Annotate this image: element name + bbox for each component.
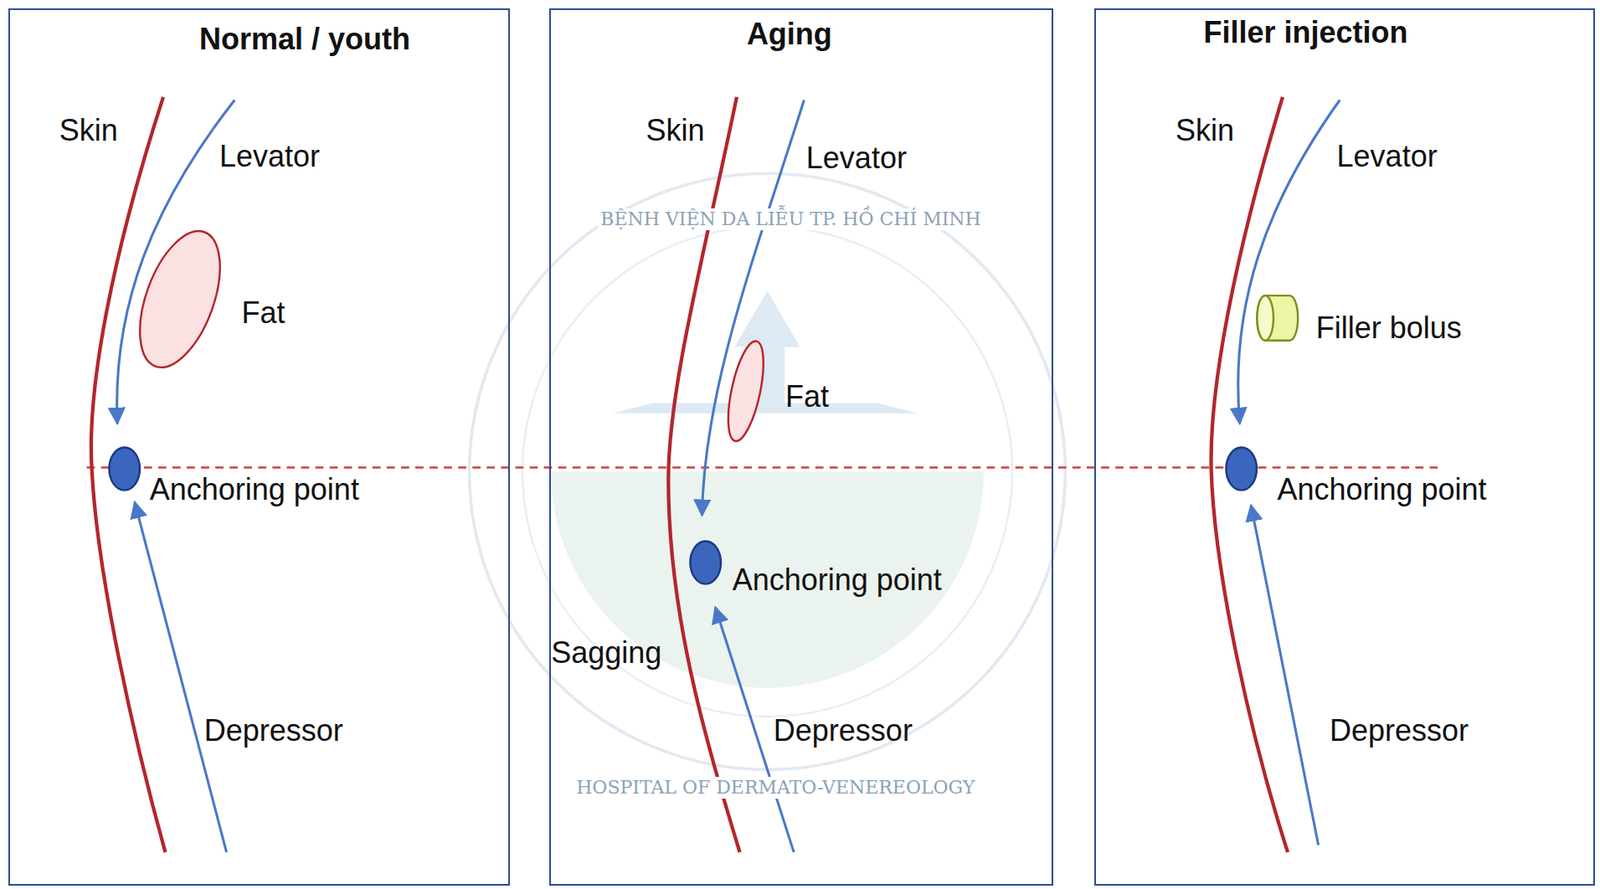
shape-outline bbox=[1224, 445, 1259, 493]
shape-outline bbox=[107, 445, 142, 493]
levator-muscle bbox=[1238, 99, 1340, 424]
panel-title: Filler injection bbox=[1203, 15, 1409, 50]
fat-outline bbox=[123, 221, 237, 379]
part-label: Anchoring point bbox=[1276, 472, 1487, 507]
watermark-text: BỆNH VIỆN DA LIỄU TP. HỒ CHÍ MINH bbox=[597, 208, 984, 230]
shape-outline bbox=[723, 334, 769, 449]
part-label: Levator bbox=[219, 138, 320, 174]
shape-outline bbox=[128, 222, 232, 376]
watermark-seal bbox=[469, 173, 1066, 770]
levator-muscle bbox=[702, 99, 805, 515]
fat-outline bbox=[720, 338, 771, 444]
part-label: Sagging bbox=[550, 635, 662, 670]
anchoring-point: Anchoring point bbox=[107, 445, 142, 493]
anchoring-point: Anchoring point bbox=[688, 539, 723, 587]
shape-outline bbox=[688, 539, 723, 587]
part-label: Depressor bbox=[1329, 713, 1469, 748]
part-label: Filler bolus bbox=[1316, 310, 1462, 345]
filler-bolus: Filler bolus bbox=[1255, 290, 1301, 346]
part-label: Anchoring point bbox=[149, 472, 360, 507]
anchor-dot bbox=[1226, 447, 1258, 491]
panel-title: Normal / youth bbox=[199, 21, 411, 57]
bolus-outline bbox=[1256, 295, 1298, 341]
panel-box: AgingFatAnchoring point bbox=[549, 8, 1054, 886]
depressor-muscle bbox=[1250, 505, 1318, 846]
shape-outline bbox=[1255, 290, 1301, 346]
part-label: Fat bbox=[785, 379, 829, 414]
part-label: Skin bbox=[59, 113, 119, 148]
part-label: Levator bbox=[806, 140, 907, 175]
part-label: Levator bbox=[1337, 138, 1438, 174]
fat-pad: Fat bbox=[128, 222, 232, 376]
part-label: Fat bbox=[241, 295, 285, 330]
anchoring-point: Anchoring point bbox=[1224, 445, 1259, 493]
panel-title: Aging bbox=[746, 16, 833, 52]
part-label: Skin bbox=[1175, 113, 1235, 148]
part-label: Anchoring point bbox=[732, 562, 942, 597]
anchor-dot bbox=[690, 541, 722, 585]
depressor-muscle bbox=[134, 502, 227, 853]
fat-pad: Fat bbox=[723, 334, 769, 449]
part-label: Skin bbox=[645, 113, 705, 148]
part-label: Depressor bbox=[204, 713, 344, 748]
part-label: Depressor bbox=[773, 713, 913, 748]
anchor-dot bbox=[108, 447, 140, 491]
bolus-end bbox=[1256, 295, 1274, 341]
watermark-text: HOSPITAL OF DERMATO-VENEREOLOGY bbox=[573, 776, 978, 798]
